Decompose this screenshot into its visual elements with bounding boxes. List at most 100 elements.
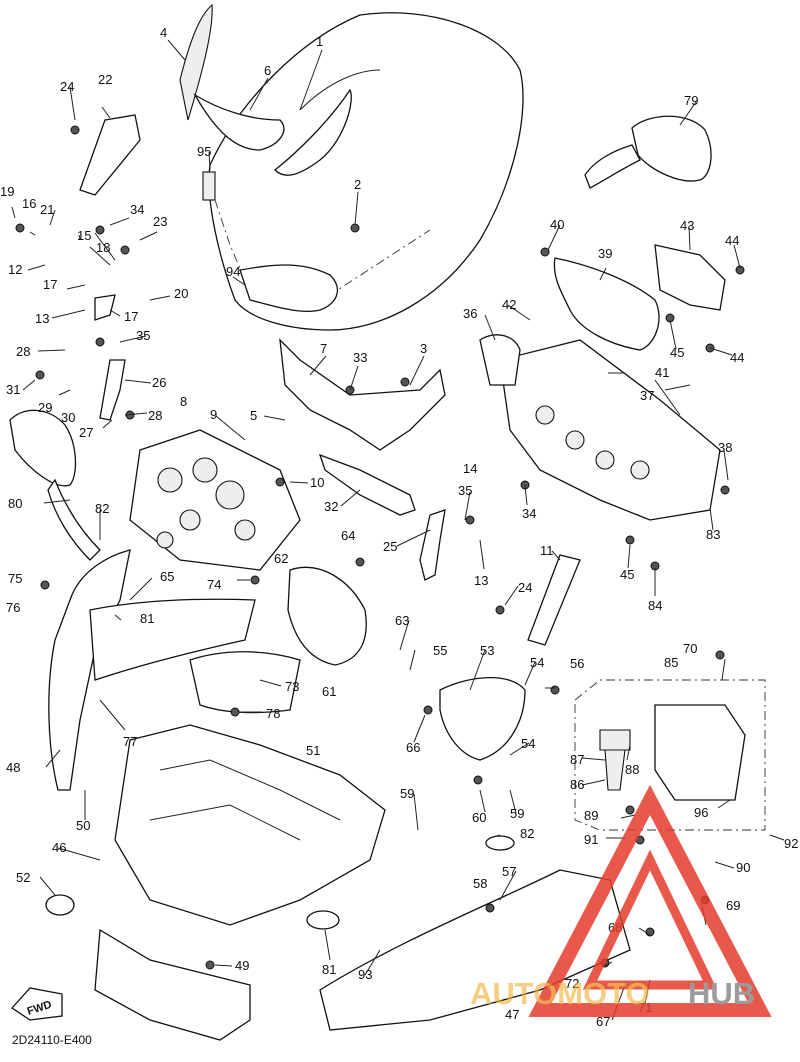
callout: 86 <box>570 777 584 792</box>
stay-bracket <box>239 264 339 312</box>
stay-25 <box>419 509 446 581</box>
callout: 53 <box>480 643 494 658</box>
callout: 65 <box>160 569 174 584</box>
callout: 21 <box>40 202 54 217</box>
watermark-logo: AUTOMOTO HUB <box>470 784 772 1017</box>
stay-32 <box>318 453 416 516</box>
callout: 7 <box>320 341 327 356</box>
callout: 9 <box>210 407 217 422</box>
callout: 39 <box>598 246 612 261</box>
callout: 13 <box>35 311 49 326</box>
callout: 15 <box>77 228 91 243</box>
panel-53 <box>439 676 526 761</box>
callout: 13 <box>474 573 488 588</box>
fasteners <box>15 125 745 970</box>
callout: 41 <box>655 365 669 380</box>
callout: 22 <box>98 72 112 87</box>
callout: 8 <box>180 394 187 409</box>
callout: 92 <box>784 836 798 851</box>
upper-stay <box>279 338 446 451</box>
callout: 64 <box>341 528 355 543</box>
callout: 79 <box>684 93 698 108</box>
callout: 56 <box>570 656 584 671</box>
right-mirror <box>584 115 712 189</box>
callout: 34 <box>522 506 536 521</box>
callout: 88 <box>625 762 639 777</box>
callout: 77 <box>123 734 137 749</box>
callout: 82 <box>520 826 534 841</box>
callout: 35 <box>136 328 150 343</box>
callout: 63 <box>395 613 409 628</box>
box-outline <box>574 679 766 831</box>
callout: 11 <box>540 543 554 558</box>
callout: 59 <box>400 786 414 801</box>
callout: 55 <box>433 643 447 658</box>
callout: 91 <box>584 832 598 847</box>
callout: 59 <box>510 806 524 821</box>
callout: 51 <box>306 743 320 758</box>
front-cowl <box>94 928 251 1041</box>
meter-assembly <box>129 429 301 571</box>
callout: 72 <box>565 976 579 991</box>
callout: 49 <box>235 958 249 973</box>
callout: 81 <box>322 962 336 977</box>
callout: 24 <box>518 580 532 595</box>
grommet-82 <box>485 835 515 851</box>
callout: 19 <box>0 184 14 199</box>
fwd-arrow: FWD <box>11 987 63 1021</box>
callout: 25 <box>383 539 397 554</box>
leader-lines <box>11 39 785 1021</box>
callout: 73 <box>285 679 299 694</box>
callout: 10 <box>310 475 324 490</box>
left-side-cowling <box>48 549 301 791</box>
callout: 12 <box>8 262 22 277</box>
callout: 38 <box>718 440 732 455</box>
callout: 3 <box>420 341 427 356</box>
callout: 78 <box>266 706 280 721</box>
callout: 87 <box>570 752 584 767</box>
callout: 4 <box>160 25 167 40</box>
callout: 67 <box>596 1014 610 1029</box>
callout: 80 <box>8 496 22 511</box>
callout: 54 <box>530 655 544 670</box>
callout: 17 <box>43 277 57 292</box>
callout: 30 <box>61 410 75 425</box>
callout: 75 <box>8 571 22 586</box>
callout: 44 <box>730 350 744 365</box>
windscreen-bracket <box>193 93 285 151</box>
callout: 18 <box>96 240 110 255</box>
side-frame <box>479 334 721 521</box>
part-label-strip <box>202 171 216 201</box>
callout: 52 <box>16 870 30 885</box>
callout: 42 <box>502 297 516 312</box>
callout: 16 <box>22 196 36 211</box>
watermark-brand-left: AUTOMOTO <box>470 976 650 1011</box>
callout: 36 <box>463 306 477 321</box>
callout: 69 <box>726 898 740 913</box>
callout: 44 <box>725 233 739 248</box>
callout: 90 <box>736 860 750 875</box>
callout: 1 <box>316 34 323 49</box>
stay-26 <box>99 359 126 421</box>
callout: 45 <box>670 345 684 360</box>
callout: 82 <box>95 501 109 516</box>
callout: 62 <box>274 551 288 566</box>
inner-panel <box>287 566 367 666</box>
callout: 85 <box>664 655 678 670</box>
callout: 61 <box>322 684 336 699</box>
callout: 43 <box>680 218 694 233</box>
callout: 20 <box>174 286 188 301</box>
callout: 2 <box>354 177 361 192</box>
callout: 31 <box>6 382 20 397</box>
callout: 83 <box>706 527 720 542</box>
callout: 6 <box>264 63 271 78</box>
callout: 96 <box>694 805 708 820</box>
callout: 60 <box>472 810 486 825</box>
callout: 70 <box>683 641 697 656</box>
inner-cover <box>553 257 660 351</box>
relay <box>599 729 631 751</box>
callout: 48 <box>6 760 20 775</box>
callout: 95 <box>197 144 211 159</box>
callout-numbers: 1 2 3 4 5 6 7 8 9 10 11 12 13 13 14 15 1… <box>0 25 798 1029</box>
